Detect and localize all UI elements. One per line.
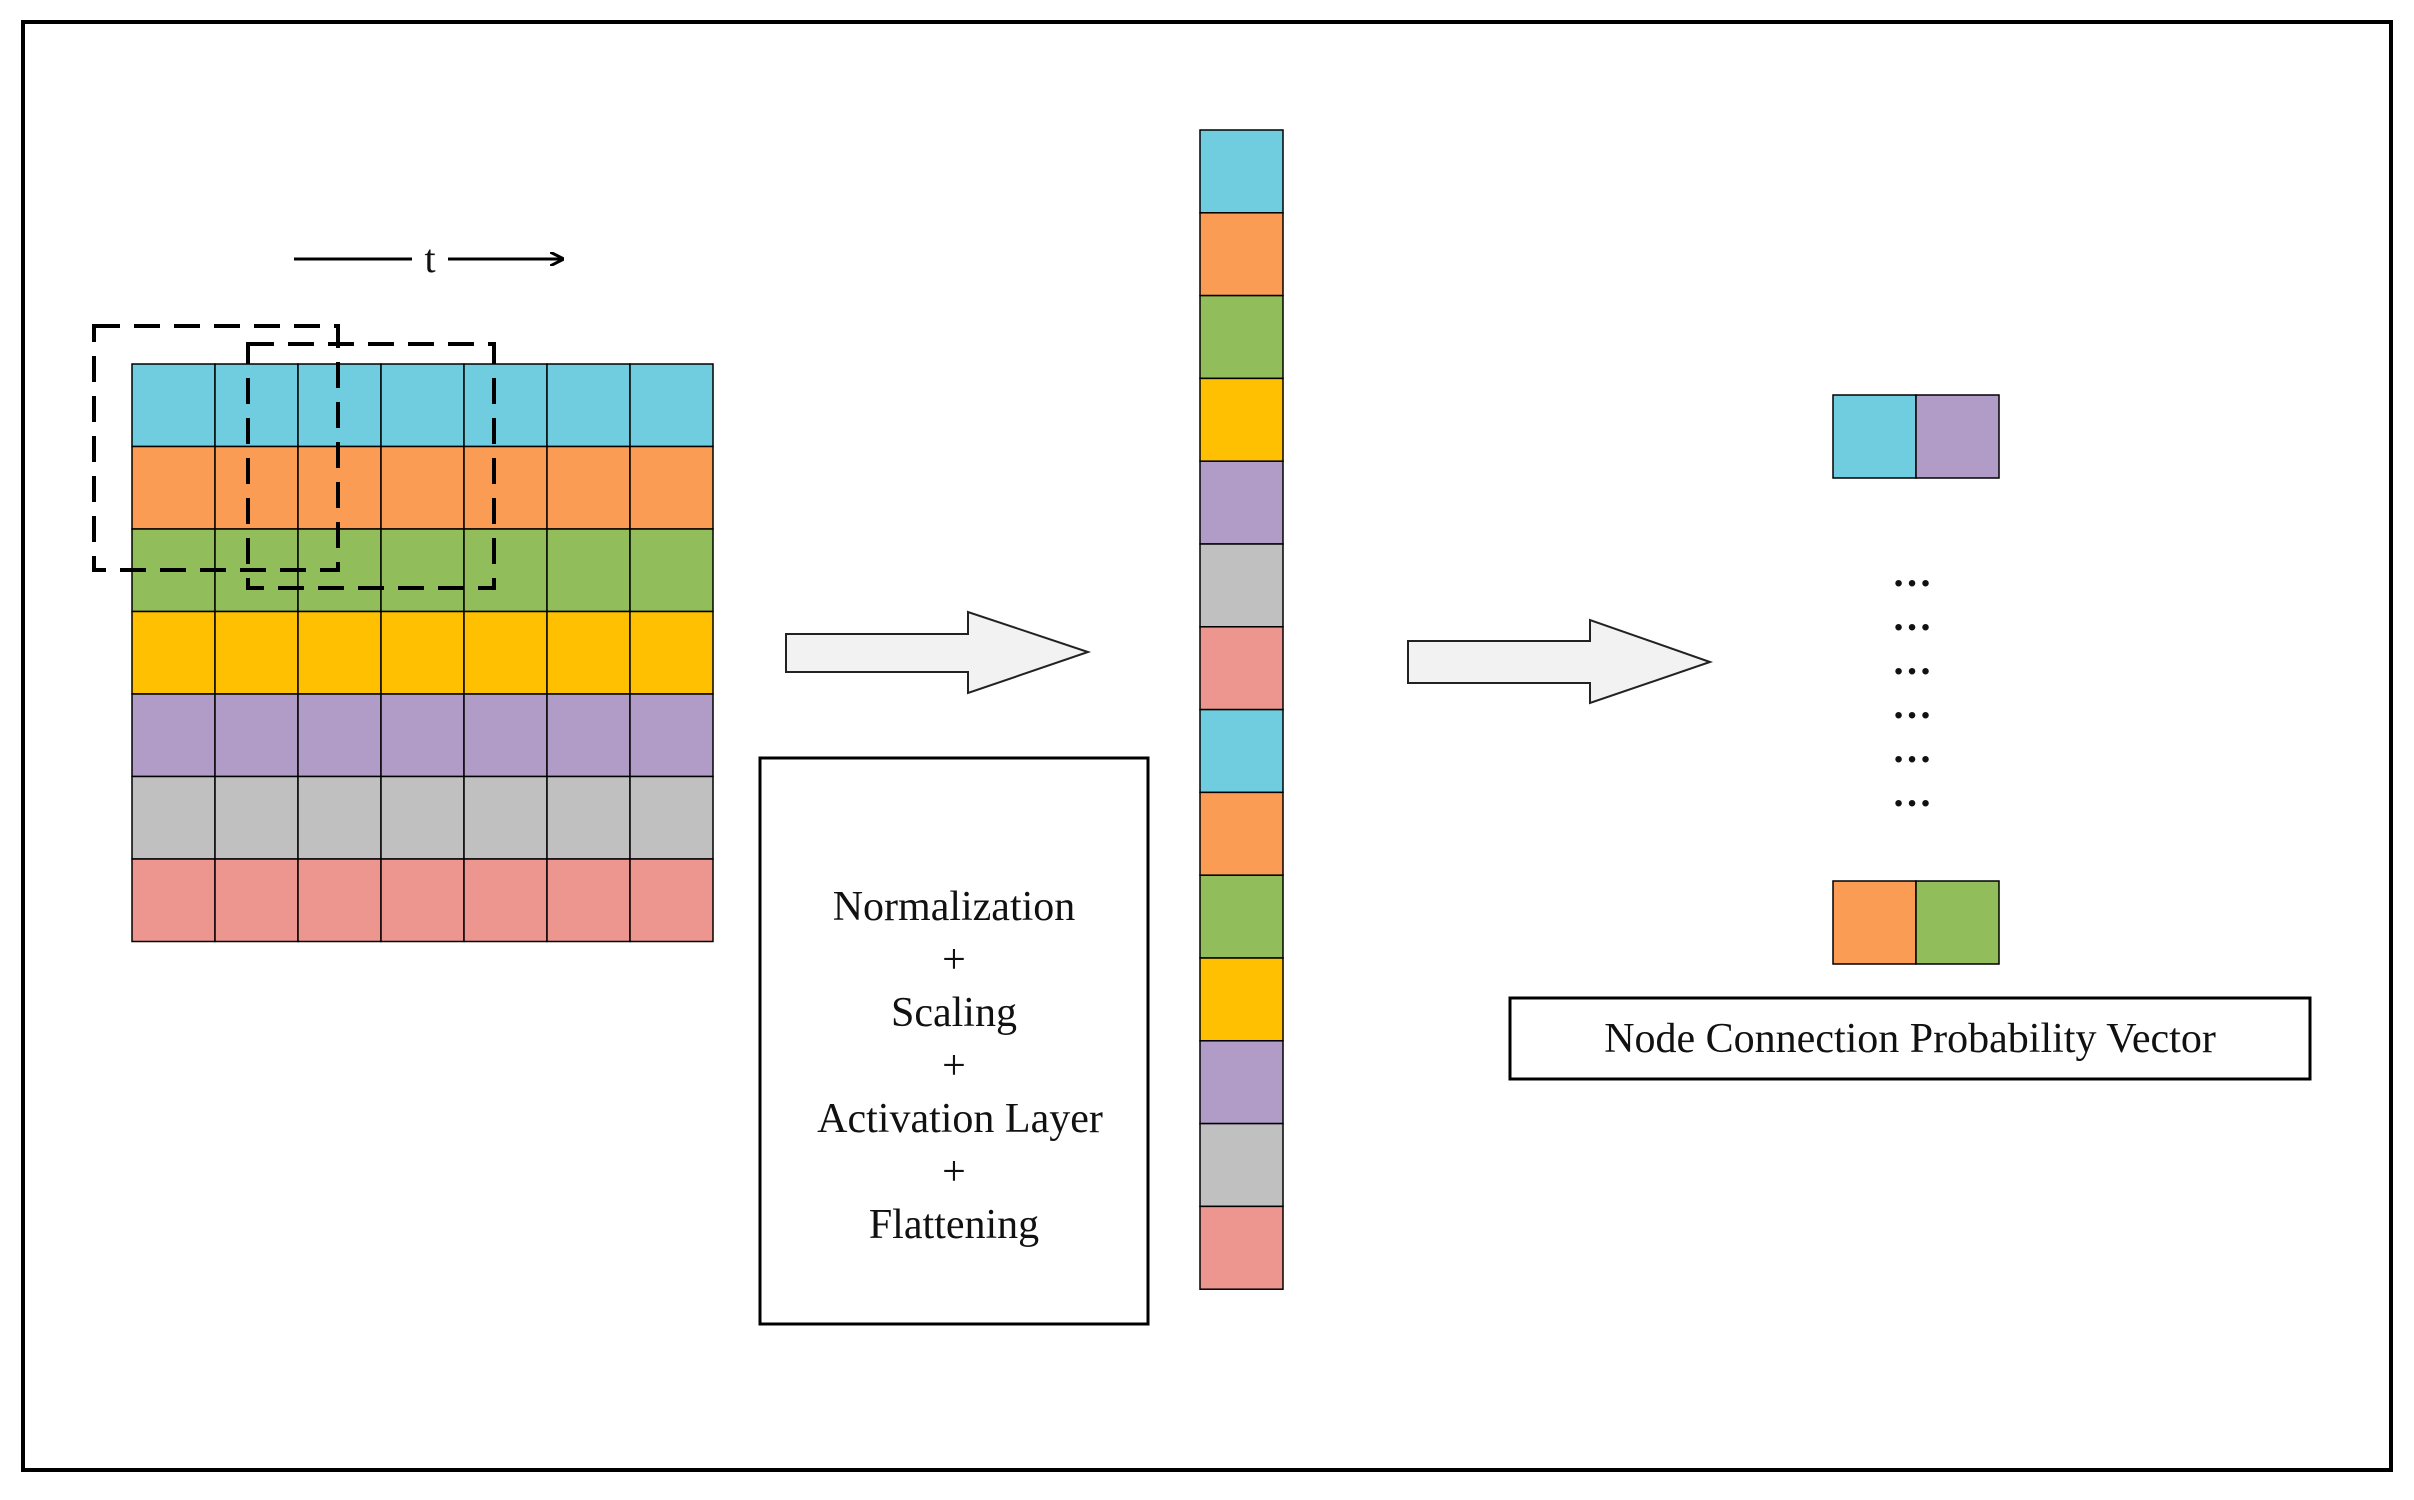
block-arrow-to-output: [1407, 618, 1714, 705]
vector-cell: [1199, 1040, 1284, 1125]
sliding-window-2: [246, 342, 496, 590]
output-pair-cell: [1832, 394, 1917, 479]
matrix-cell: [546, 775, 631, 860]
matrix-cell: [214, 693, 299, 778]
vector-cell: [1199, 129, 1284, 214]
matrix-cell: [629, 775, 714, 860]
matrix-cell: [463, 858, 548, 943]
matrix-cell: [131, 775, 216, 860]
matrix-cell: [131, 610, 216, 695]
matrix-cell: [380, 693, 465, 778]
matrix-cell: [546, 858, 631, 943]
output-label-box: Node Connection Probability Vector: [1508, 996, 2312, 1081]
matrix-cell: [214, 858, 299, 943]
vector-cell: [1199, 957, 1284, 1042]
matrix-cell: [380, 610, 465, 695]
vector-cell: [1199, 791, 1284, 876]
input-matrix: [131, 363, 714, 943]
process-line-flattening: Flattening: [869, 1202, 1039, 1248]
matrix-cell: [380, 858, 465, 943]
ellipsis-row: …: [1892, 726, 1932, 771]
process-line-plus-3: +: [942, 1149, 966, 1195]
output-pairs: [1832, 394, 2000, 965]
matrix-cell: [380, 445, 465, 530]
sliding-window-1: [92, 324, 340, 572]
vector-cell: [1199, 460, 1284, 545]
matrix-cell: [297, 610, 382, 695]
vector-cell: [1199, 543, 1284, 628]
matrix-cell: [380, 528, 465, 613]
ellipsis-row: …: [1892, 638, 1932, 683]
matrix-cell: [297, 858, 382, 943]
vector-cell: [1199, 294, 1284, 380]
matrix-cell: [380, 363, 465, 448]
block-arrow-to-vector: [785, 610, 1092, 695]
ellipsis-row: …: [1892, 682, 1932, 727]
vector-cell: [1199, 1205, 1284, 1290]
matrix-cell: [297, 693, 382, 778]
flattened-vector: [1199, 129, 1284, 1290]
matrix-cell: [214, 445, 299, 530]
matrix-cell: [463, 775, 548, 860]
process-box-border: [758, 756, 1150, 1326]
matrix-cell: [214, 610, 299, 695]
matrix-cell: [546, 445, 631, 530]
matrix-cell: [463, 363, 548, 448]
matrix-cell: [463, 693, 548, 778]
time-label-bg: [412, 240, 448, 280]
matrix-cell: [629, 363, 714, 448]
vector-cell: [1199, 708, 1284, 794]
output-pair-cell: [1832, 880, 1917, 965]
process-line-scaling: Scaling: [891, 990, 1017, 1036]
matrix-cell: [131, 363, 216, 448]
vector-cell: [1199, 212, 1284, 297]
ellipsis-row: …: [1892, 594, 1932, 639]
matrix-cell: [546, 693, 631, 778]
matrix-cell: [463, 445, 548, 530]
outer-frame: [21, 20, 2393, 1472]
output-pair-cell: [1915, 880, 2000, 965]
matrix-cell: [380, 775, 465, 860]
process-box: Normalization + Scaling + Activation Lay…: [758, 756, 1150, 1326]
time-label: t: [424, 236, 435, 281]
time-axis: t: [294, 236, 562, 281]
matrix-cell: [131, 858, 216, 943]
ellipsis-row: …: [1892, 550, 1932, 595]
matrix-cell: [546, 363, 631, 448]
output-label: Node Connection Probability Vector: [1604, 1016, 2216, 1062]
matrix-cell: [131, 693, 216, 778]
vector-cell: [1199, 1122, 1284, 1208]
ellipsis-row: …: [1892, 770, 1932, 815]
output-pair-cell: [1915, 394, 2000, 479]
vector-cell: [1199, 377, 1284, 462]
process-line-plus-1: +: [942, 937, 966, 983]
process-line-activation: Activation Layer: [817, 1096, 1103, 1142]
matrix-cell: [463, 528, 548, 613]
output-label-border: [1508, 996, 2312, 1081]
matrix-cell: [546, 610, 631, 695]
process-line-normalization: Normalization: [833, 884, 1076, 930]
matrix-cell: [131, 445, 216, 530]
vector-cell: [1199, 874, 1284, 959]
matrix-cell: [546, 528, 631, 613]
matrix-cell: [297, 775, 382, 860]
matrix-cell: [214, 363, 299, 448]
matrix-cell: [214, 775, 299, 860]
process-line-plus-2: +: [942, 1043, 966, 1089]
matrix-cell: [463, 610, 548, 695]
matrix-cell: [629, 610, 714, 695]
matrix-cell: [629, 445, 714, 530]
ellipsis-column: … … … … … …: [1892, 550, 1932, 815]
matrix-cell: [629, 858, 714, 943]
matrix-cell: [629, 528, 714, 613]
vector-cell: [1199, 626, 1284, 711]
matrix-cell: [629, 693, 714, 778]
